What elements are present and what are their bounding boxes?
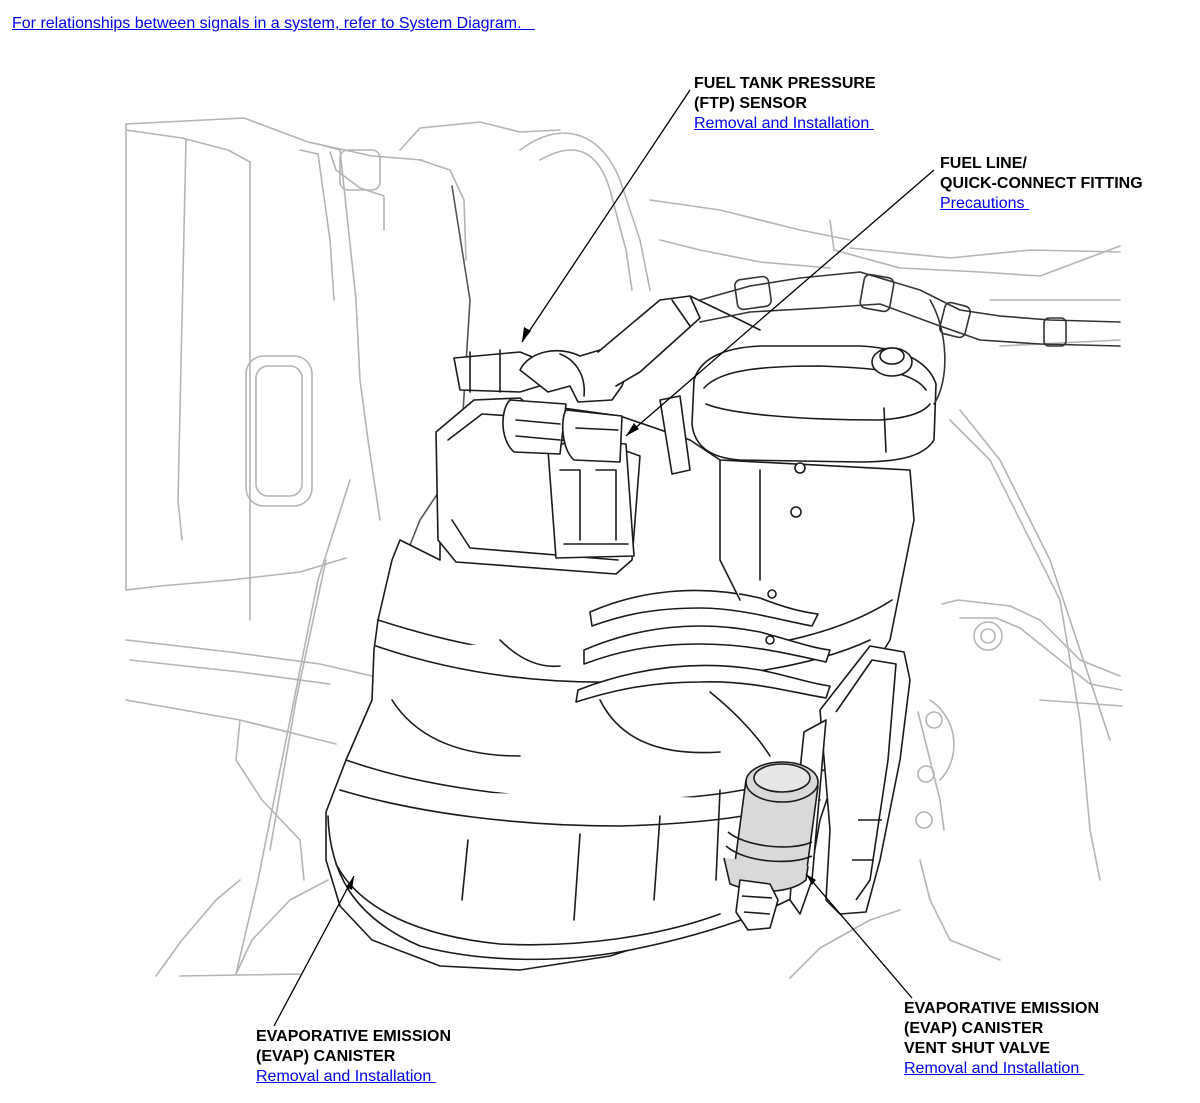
arrowhead-fuel-line bbox=[626, 423, 639, 436]
callout-ftp-sensor: FUEL TANK PRESSURE (FTP) SENSOR Removal … bbox=[694, 74, 876, 134]
callout-ftp-sensor-line-1: FUEL TANK PRESSURE bbox=[694, 75, 876, 92]
vent-shut-valve bbox=[723, 761, 819, 931]
callout-evap-canister-line-1: EVAPORATIVE EMISSION bbox=[256, 1028, 451, 1045]
callout-ftp-sensor-line-2: (FTP) SENSOR bbox=[694, 95, 807, 112]
callout-vent-shut-valve-line-3: VENT SHUT VALVE bbox=[904, 1040, 1051, 1057]
system-diagram-link[interactable]: For relationships between signals in a s… bbox=[12, 15, 535, 32]
callout-fuel-line-line-1: FUEL LINE/ bbox=[940, 155, 1027, 172]
callout-vent-shut-valve-line-2: (EVAP) CANISTER bbox=[904, 1020, 1044, 1037]
callout-evap-canister: EVAPORATIVE EMISSION (EVAP) CANISTER Rem… bbox=[256, 1027, 451, 1087]
leader-arrowheads bbox=[346, 327, 816, 890]
leader-lines bbox=[273, 89, 935, 1027]
vehicle-body-background bbox=[125, 117, 1123, 979]
leader-vent-shut-valve bbox=[805, 873, 913, 999]
arrowhead-evap-canister bbox=[346, 876, 354, 890]
hoses-upper-right bbox=[699, 271, 1121, 405]
evap-canister-removal-link[interactable]: Removal and Installation bbox=[256, 1068, 436, 1085]
callout-vent-shut-valve: EVAPORATIVE EMISSION (EVAP) CANISTER VEN… bbox=[904, 999, 1099, 1079]
callout-fuel-line-line-2: QUICK-CONNECT FITTING bbox=[940, 175, 1143, 192]
callout-fuel-line: FUEL LINE/ QUICK-CONNECT FITTING Precaut… bbox=[940, 154, 1143, 214]
fuel-line-precautions-link[interactable]: Precautions bbox=[940, 195, 1029, 212]
callout-evap-canister-line-2: (EVAP) CANISTER bbox=[256, 1048, 396, 1065]
arrowhead-vent-shut-valve bbox=[806, 874, 816, 885]
leader-evap-canister bbox=[273, 875, 355, 1027]
vent-shut-valve-removal-link[interactable]: Removal and Installation bbox=[904, 1060, 1084, 1077]
canister-top-housing bbox=[435, 295, 937, 645]
ftp-sensor-removal-link[interactable]: Removal and Installation bbox=[694, 115, 874, 132]
arrowhead-ftp-sensor bbox=[522, 327, 531, 342]
leader-ftp-sensor bbox=[521, 89, 691, 343]
callout-vent-shut-valve-line-1: EVAPORATIVE EMISSION bbox=[904, 1000, 1099, 1017]
right-bracket bbox=[789, 645, 943, 915]
leader-fuel-line bbox=[625, 169, 935, 437]
